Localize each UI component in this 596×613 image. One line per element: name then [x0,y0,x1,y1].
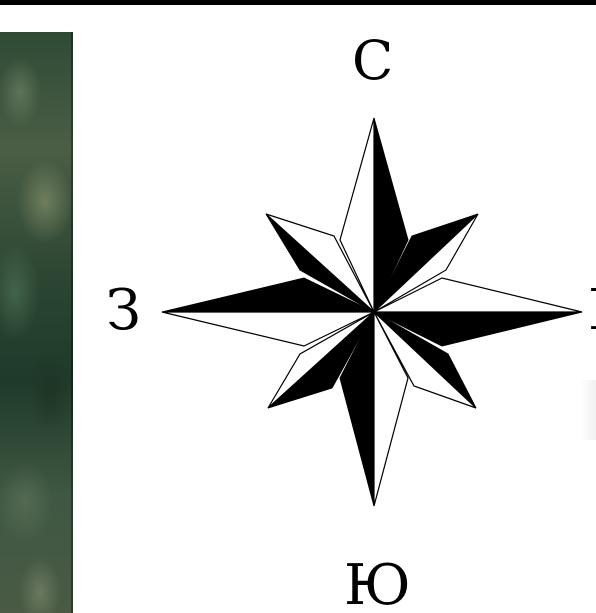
north-label: С [352,34,393,88]
east-label: В [588,283,596,339]
west-label: З [106,283,141,339]
south-label: Ю [344,558,411,613]
